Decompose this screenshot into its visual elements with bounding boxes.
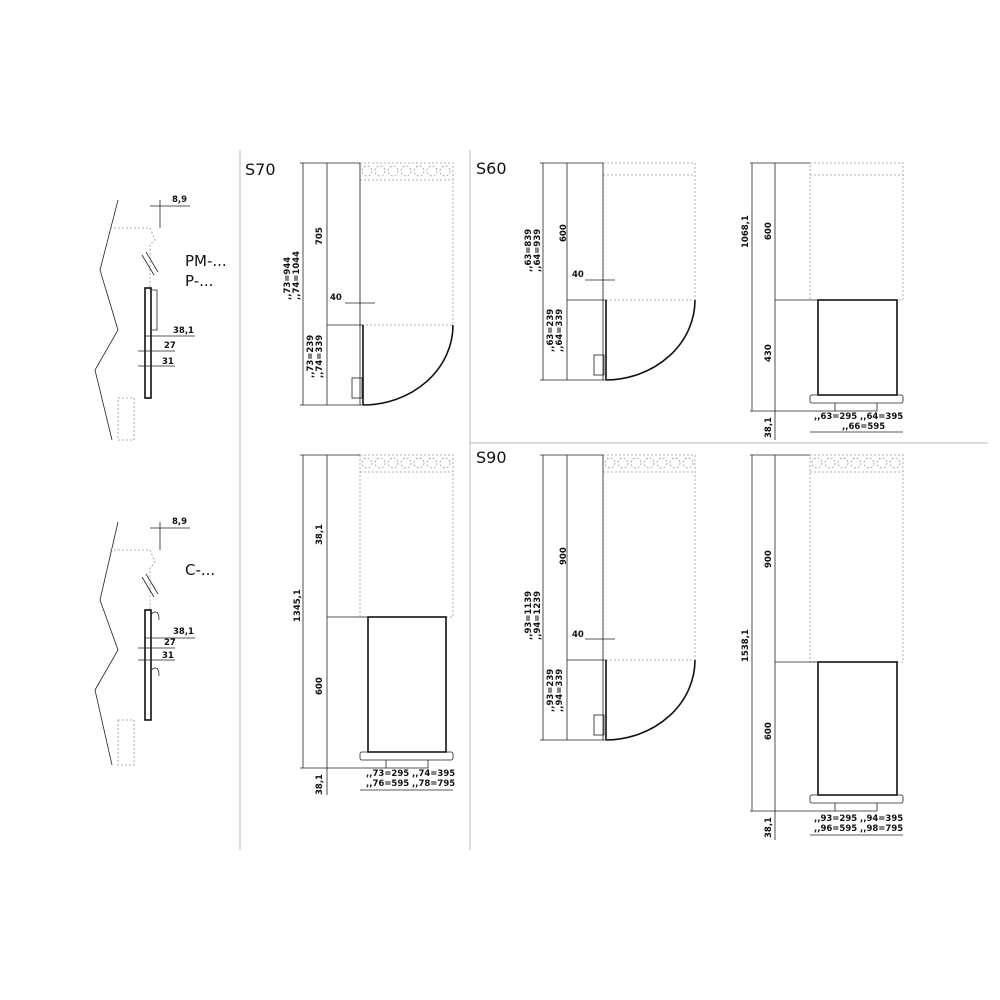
dim-label: ,,74=1044 (292, 251, 302, 300)
s60-wall-drawing (540, 162, 696, 381)
mount-detail-bottom (94, 521, 195, 766)
pattern-circle (617, 457, 629, 469)
dim-label: 1538,1 (741, 629, 751, 662)
s90-stand-drawing (750, 454, 904, 840)
dim-label: 38,1 (315, 524, 325, 545)
dim-label: 8,9 (172, 195, 187, 205)
dim-label: 27 (164, 341, 176, 351)
dim-label: 27 (164, 638, 176, 648)
dim-label: ,,66=595 (842, 422, 885, 432)
dim-label: ,,73=944 (283, 257, 293, 300)
s60-stand-drawing (750, 162, 904, 440)
dim-label: ,,93=1139 (524, 591, 534, 640)
dim-label: 600 (764, 722, 774, 740)
pattern-circle (837, 457, 849, 469)
dim-label: ,,78=795 (412, 779, 455, 789)
dim-label: 38,1 (173, 627, 194, 637)
dim-label: 600 (764, 222, 774, 240)
section-title-s70: S70 (245, 160, 276, 179)
section-title-s90: S90 (476, 448, 507, 467)
dim-label: 31 (162, 651, 174, 661)
dim-label: ,,73=239 (306, 335, 316, 378)
dim-label: 600 (559, 224, 569, 242)
pattern-circle (413, 165, 425, 177)
dim-label: ,,94=339 (555, 669, 565, 712)
pattern-circle (387, 165, 399, 177)
dim-label: 600 (315, 677, 325, 695)
model-label: C-... (185, 561, 215, 579)
dim-label: ,,93=295 (814, 814, 857, 824)
pattern-circle (682, 457, 694, 469)
dim-label: 38,1 (764, 417, 774, 438)
dim-label: 40 (572, 630, 584, 640)
pattern-circle (426, 165, 438, 177)
dim-label: 900 (559, 547, 569, 565)
pattern-circle (387, 457, 399, 469)
dim-label: 40 (572, 270, 584, 280)
pattern-circle (361, 165, 373, 177)
s90-wall-drawing (540, 454, 696, 741)
dim-label: ,,63=839 (524, 229, 534, 272)
pattern-circle (413, 457, 425, 469)
dim-label: 430 (764, 344, 774, 362)
pattern-circle (439, 165, 451, 177)
dim-label: ,,74=395 (412, 769, 455, 779)
dim-label: 900 (764, 550, 774, 568)
dim-label: 1345,1 (293, 589, 303, 622)
dim-label: ,,74=339 (315, 335, 325, 378)
pattern-circle (374, 457, 386, 469)
dim-label: ,,64=339 (555, 309, 565, 352)
dim-label: 38,1 (173, 326, 194, 336)
pattern-circle (669, 457, 681, 469)
pattern-circle (439, 457, 451, 469)
model-label: P-... (185, 272, 213, 290)
pattern-circle (656, 457, 668, 469)
dim-label: ,,98=795 (860, 824, 903, 834)
model-label: PM-... (185, 252, 227, 270)
dim-label: ,,64=395 (860, 412, 903, 422)
pattern-circle (630, 457, 642, 469)
dim-label: ,,63=295 (814, 412, 857, 422)
dim-label: 705 (315, 227, 325, 245)
s70-stand-drawing (300, 454, 454, 795)
dim-label: ,,64=939 (533, 229, 543, 272)
pattern-circle (426, 457, 438, 469)
dim-label: 1068,1 (741, 215, 751, 248)
dim-label: ,,76=595 (366, 779, 409, 789)
dim-label: 8,9 (172, 517, 187, 527)
mount-detail-top (94, 199, 195, 441)
pattern-circle (361, 457, 373, 469)
pattern-circle (604, 457, 616, 469)
cabinet-top-pattern (361, 165, 901, 469)
dim-label: ,,94=1239 (533, 591, 543, 640)
dim-label: 31 (162, 357, 174, 367)
pattern-circle (876, 457, 888, 469)
dim-label: 40 (330, 293, 342, 303)
dim-label: ,,96=595 (814, 824, 857, 834)
pattern-circle (863, 457, 875, 469)
section-title-s60: S60 (476, 159, 507, 178)
dim-label: ,,63=239 (546, 309, 556, 352)
dim-label: ,,73=295 (366, 769, 409, 779)
dim-label: 38,1 (764, 817, 774, 838)
pattern-circle (811, 457, 823, 469)
pattern-circle (400, 457, 412, 469)
pattern-circle (889, 457, 901, 469)
pattern-circle (824, 457, 836, 469)
dim-label: ,,93=239 (546, 669, 556, 712)
pattern-circle (374, 165, 386, 177)
pattern-circle (400, 165, 412, 177)
pattern-circle (850, 457, 862, 469)
dim-label: 38,1 (315, 774, 325, 795)
dim-label: ,,94=395 (860, 814, 903, 824)
pattern-circle (643, 457, 655, 469)
s70-wall-drawing (300, 162, 454, 406)
